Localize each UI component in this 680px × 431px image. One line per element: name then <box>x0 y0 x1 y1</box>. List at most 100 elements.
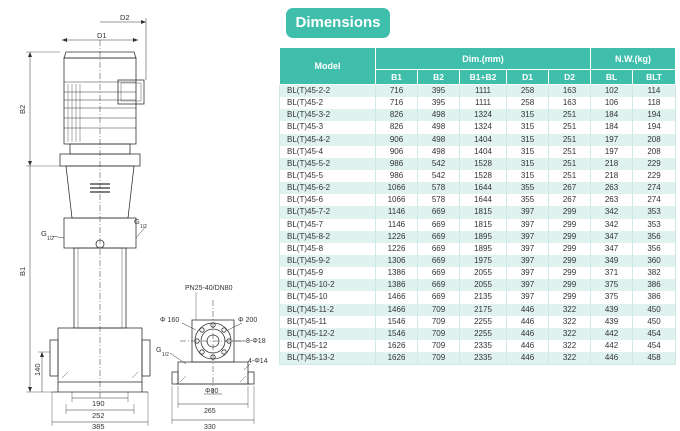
value-cell: 347 <box>590 230 634 243</box>
value-cell: 1386 <box>375 267 418 280</box>
phi200-label: Φ 200 <box>238 317 257 324</box>
value-cell: 454 <box>632 327 677 340</box>
bolt-holes-label: 8-Φ18 <box>246 338 266 345</box>
value-cell: 709 <box>417 339 460 353</box>
model-cell: BL(T)45-7-2 <box>279 206 376 219</box>
value-cell: 315 <box>506 121 549 134</box>
value-cell: 498 <box>417 145 460 158</box>
model-cell: BL(T)45-4-2 <box>279 133 376 146</box>
value-cell: 498 <box>417 109 460 122</box>
value-cell: 669 <box>417 206 460 219</box>
value-cell: 498 <box>417 133 460 146</box>
value-cell: 106 <box>590 97 634 110</box>
value-cell: 1404 <box>459 145 507 158</box>
value-cell: 454 <box>632 339 677 353</box>
value-cell: 263 <box>590 194 634 207</box>
value-cell: 2255 <box>459 327 507 340</box>
value-cell: 371 <box>590 267 634 280</box>
value-cell: 163 <box>547 84 592 98</box>
model-cell: BL(T)45-6 <box>279 194 376 207</box>
g-left-fraction: 1/2 <box>47 236 54 242</box>
model-cell: BL(T)45-3-2 <box>279 109 376 122</box>
value-cell: 1324 <box>459 109 507 122</box>
value-cell: 258 <box>506 84 549 98</box>
dim-265-label: 265 <box>204 408 216 415</box>
value-cell: 542 <box>417 169 460 183</box>
value-cell: 322 <box>547 327 592 340</box>
value-cell: 446 <box>506 303 549 316</box>
value-cell: 709 <box>417 327 460 340</box>
dim-330-label: 330 <box>204 424 216 431</box>
model-cell: BL(T)45-12 <box>279 339 376 353</box>
model-cell: BL(T)45-9-2 <box>279 254 376 268</box>
value-cell: 2335 <box>459 352 507 366</box>
value-cell: 395 <box>417 97 460 110</box>
value-cell: 906 <box>375 133 418 146</box>
model-cell: BL(T)45-12-2 <box>279 327 376 340</box>
value-cell: 709 <box>417 352 460 366</box>
value-cell: 267 <box>547 182 592 195</box>
value-cell: 322 <box>547 303 592 316</box>
value-cell: 299 <box>547 218 592 231</box>
value-cell: 498 <box>417 121 460 134</box>
model-cell: BL(T)45-13-2 <box>279 352 376 366</box>
value-cell: 439 <box>590 315 634 328</box>
value-cell: 353 <box>632 218 677 231</box>
column-header-blt: BLT <box>632 69 677 85</box>
base-g-fraction: 1/2 <box>162 352 169 358</box>
value-cell: 2135 <box>459 291 507 304</box>
value-cell: 197 <box>590 133 634 146</box>
dim-group-header: Dim.(mm) <box>374 47 592 70</box>
value-cell: 669 <box>417 291 460 304</box>
value-cell: 446 <box>506 352 549 366</box>
dim-140-label: 140 <box>33 363 42 376</box>
column-header-bl: BL <box>590 69 634 85</box>
value-cell: 669 <box>417 279 460 292</box>
value-cell: 1895 <box>459 242 507 255</box>
section-title: Dimensions <box>286 8 390 38</box>
value-cell: 446 <box>506 339 549 353</box>
value-cell: 395 <box>417 84 460 98</box>
value-cell: 194 <box>632 121 677 134</box>
value-cell: 299 <box>547 242 592 255</box>
dim-b1-label: B1 <box>18 267 27 276</box>
flange-spec-label: PN25-40/DN80 <box>185 285 233 292</box>
model-cell: BL(T)45-11 <box>279 315 376 328</box>
value-cell: 229 <box>632 169 677 183</box>
dim-d2-label: D2 <box>120 13 130 22</box>
value-cell: 197 <box>590 145 634 158</box>
value-cell: 347 <box>590 242 634 255</box>
model-cell: BL(T)45-5 <box>279 169 376 183</box>
phi160-label: Φ 160 <box>160 317 179 324</box>
phi80-label: Φ80 <box>205 388 218 395</box>
value-cell: 251 <box>547 121 592 134</box>
value-cell: 322 <box>547 352 592 366</box>
value-cell: 218 <box>590 157 634 170</box>
value-cell: 315 <box>506 157 549 170</box>
column-header-b1-b2: B1+B2 <box>459 69 507 85</box>
value-cell: 1528 <box>459 169 507 183</box>
value-cell: 251 <box>547 109 592 122</box>
model-cell: BL(T)45-2 <box>279 97 376 110</box>
value-cell: 1146 <box>375 218 418 231</box>
value-cell: 299 <box>547 254 592 268</box>
value-cell: 353 <box>632 206 677 219</box>
value-cell: 251 <box>547 133 592 146</box>
value-cell: 349 <box>590 254 634 268</box>
value-cell: 446 <box>506 315 549 328</box>
value-cell: 315 <box>506 133 549 146</box>
value-cell: 450 <box>632 303 677 316</box>
value-cell: 342 <box>590 206 634 219</box>
model-cell: BL(T)45-8 <box>279 242 376 255</box>
value-cell: 251 <box>547 157 592 170</box>
value-cell: 274 <box>632 182 677 195</box>
